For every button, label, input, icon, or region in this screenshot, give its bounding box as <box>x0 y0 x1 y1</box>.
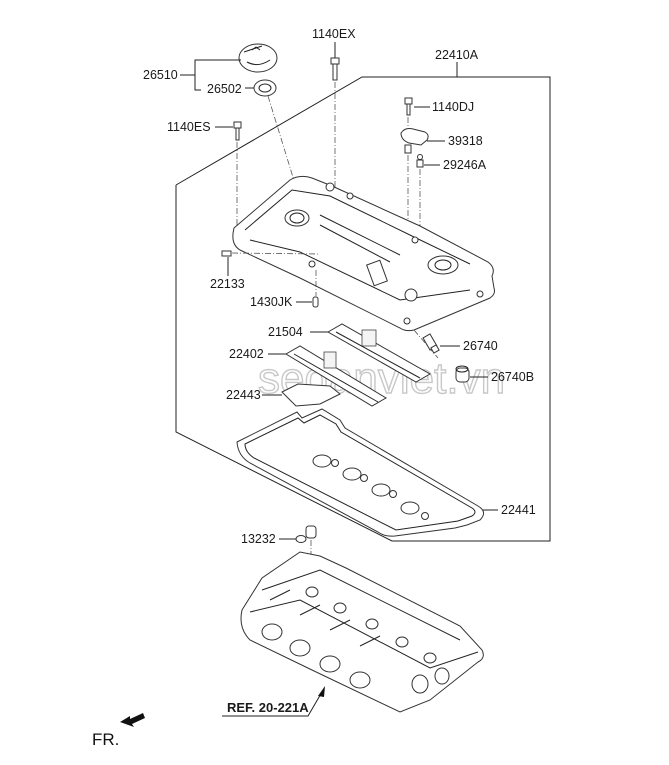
label-26740b: 26740B <box>491 370 534 384</box>
part-29246a-stud[interactable]: 29246A <box>416 154 487 231</box>
reference-callout[interactable]: REF. 20-221A <box>222 686 325 717</box>
assembly-frame: 22410A <box>175 48 551 542</box>
frame-label-22410a[interactable]: 22410A <box>435 48 479 62</box>
part-39318-cam-position-sensor[interactable]: 39318 <box>400 128 483 271</box>
label-1140ex: 1140EX <box>312 27 356 41</box>
part-22402-baffle[interactable]: 22402 <box>229 345 387 407</box>
part-26740b-grommet[interactable]: 26740B <box>455 365 534 384</box>
cylinder-head-cover-illustration <box>232 175 495 332</box>
front-label: FR. <box>92 730 119 749</box>
label-21504: 21504 <box>268 325 303 339</box>
label-13232: 13232 <box>241 532 276 546</box>
part-22441-head-cover-gasket[interactable]: 22441 <box>236 408 536 537</box>
label-1430jk: 1430JK <box>250 295 293 309</box>
label-22441: 22441 <box>501 503 536 517</box>
part-22443-gasket[interactable]: 22443 <box>226 383 341 407</box>
label-29246a: 29246A <box>443 158 487 172</box>
label-26502: 26502 <box>207 82 242 96</box>
part-26510-oil-filler-cap[interactable]: 26510 <box>143 43 278 91</box>
part-1140es-bolt[interactable]: 1140ES <box>167 120 242 230</box>
label-39318: 39318 <box>448 134 483 148</box>
part-1140ex-bolt[interactable]: 1140EX <box>312 27 356 200</box>
label-1140dj: 1140DJ <box>432 100 474 114</box>
label-22443: 22443 <box>226 388 261 402</box>
part-13232-plug[interactable]: 13232 <box>241 525 317 560</box>
label-22402: 22402 <box>229 347 264 361</box>
label-1140es: 1140ES <box>167 120 211 134</box>
front-arrow-icon <box>120 713 145 727</box>
label-26510: 26510 <box>143 68 178 82</box>
part-1430jk-plug[interactable]: 1430JK <box>250 270 319 309</box>
part-22133-dowel-pin[interactable]: 22133 <box>210 250 321 291</box>
part-1140dj-bolt[interactable]: 1140DJ <box>404 97 474 127</box>
part-26740-pcv-valve[interactable]: 26740 <box>413 329 498 359</box>
arrow-head-icon <box>318 686 325 697</box>
label-26740: 26740 <box>463 339 498 353</box>
reference-label: REF. 20-221A <box>227 700 309 715</box>
front-indicator: FR. <box>92 713 145 749</box>
cylinder-head-illustration <box>240 551 484 713</box>
part-21504-baffle[interactable]: 21504 <box>268 323 432 383</box>
label-22133: 22133 <box>210 277 245 291</box>
